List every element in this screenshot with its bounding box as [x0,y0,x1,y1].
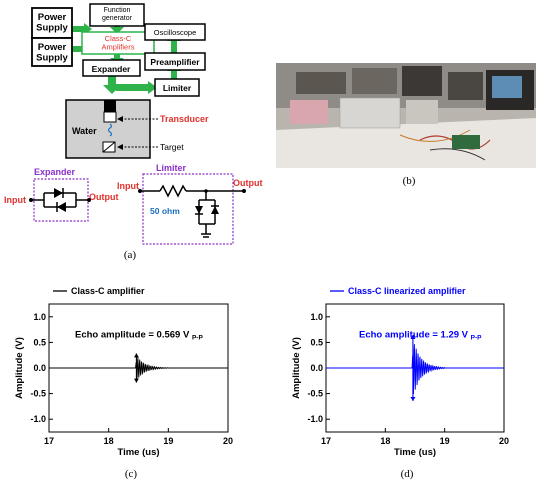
limiter-output-label: Output [233,178,263,188]
limiter-circuit: Limiter Input Output 50 ohm [117,163,263,245]
x-tick-label: 20 [223,436,233,446]
legend-label: Class-C amplifier [71,286,145,296]
x-tick-label: 19 [440,436,450,446]
expander-input-label: Input [4,195,26,205]
expander-circuit: Expander Input Output [4,167,119,222]
expander-label: Expander [92,64,131,74]
pp-arrowhead-top [410,334,416,339]
y-axis-label: Amplitude (V) [291,337,302,399]
x-axis-label: Time (us) [394,447,436,458]
panel-a-label: (a) [124,249,137,261]
expander-circuit-title: Expander [34,167,76,177]
y-tick-label: 0.5 [310,337,323,347]
transducer-label: Transducer [160,114,209,124]
pp-arrowhead-bottom [410,397,416,402]
limiter-label: Limiter [163,83,192,93]
signal-trace [326,344,504,394]
x-tick-label: 18 [104,436,114,446]
y-tick-label: -0.5 [307,389,323,399]
pp-arrowhead-bottom [133,378,139,383]
resistor-label: 50 ohm [150,206,180,216]
x-tick-label: 20 [499,436,509,446]
water-label: Water [72,126,97,136]
echo-annotation: Echo amplitude = 0.569 V P-P [75,329,203,341]
oscilloscope-label: Oscilloscope [154,28,197,37]
y-tick-label: 0.5 [33,337,46,347]
transducer-element [104,100,116,112]
limiter-input-label: Input [117,181,139,191]
panel-c-label: (c) [125,468,138,480]
panel-d-label: (d) [401,468,414,480]
y-axis-label: Amplitude (V) [14,337,25,399]
x-tick-label: 17 [44,436,54,446]
x-tick-label: 17 [321,436,331,446]
x-tick-label: 18 [380,436,390,446]
pp-arrowhead-top [133,353,139,358]
y-tick-label: -1.0 [307,414,323,424]
y-tick-label: -0.5 [30,389,46,399]
y-tick-label: 0.0 [33,363,46,373]
expander-output-label: Output [89,192,119,202]
target-label: Target [160,142,184,152]
x-axis-label: Time (us) [117,447,159,458]
y-tick-label: 1.0 [33,312,46,322]
signal-trace [49,357,228,380]
panel-b-label: (b) [403,175,416,187]
preamplifier-label: Preamplifier [150,57,200,67]
x-tick-label: 19 [163,436,173,446]
echo-annotation: Echo amplitude = 1.29 V P-P [359,329,482,341]
lab-setup-photo [276,63,536,168]
legend-label: Class-C linearized amplifier [348,286,466,296]
y-tick-label: 0.0 [310,363,323,373]
y-tick-label: -1.0 [30,414,46,424]
limiter-circuit-title: Limiter [156,163,187,173]
y-tick-label: 1.0 [310,312,323,322]
